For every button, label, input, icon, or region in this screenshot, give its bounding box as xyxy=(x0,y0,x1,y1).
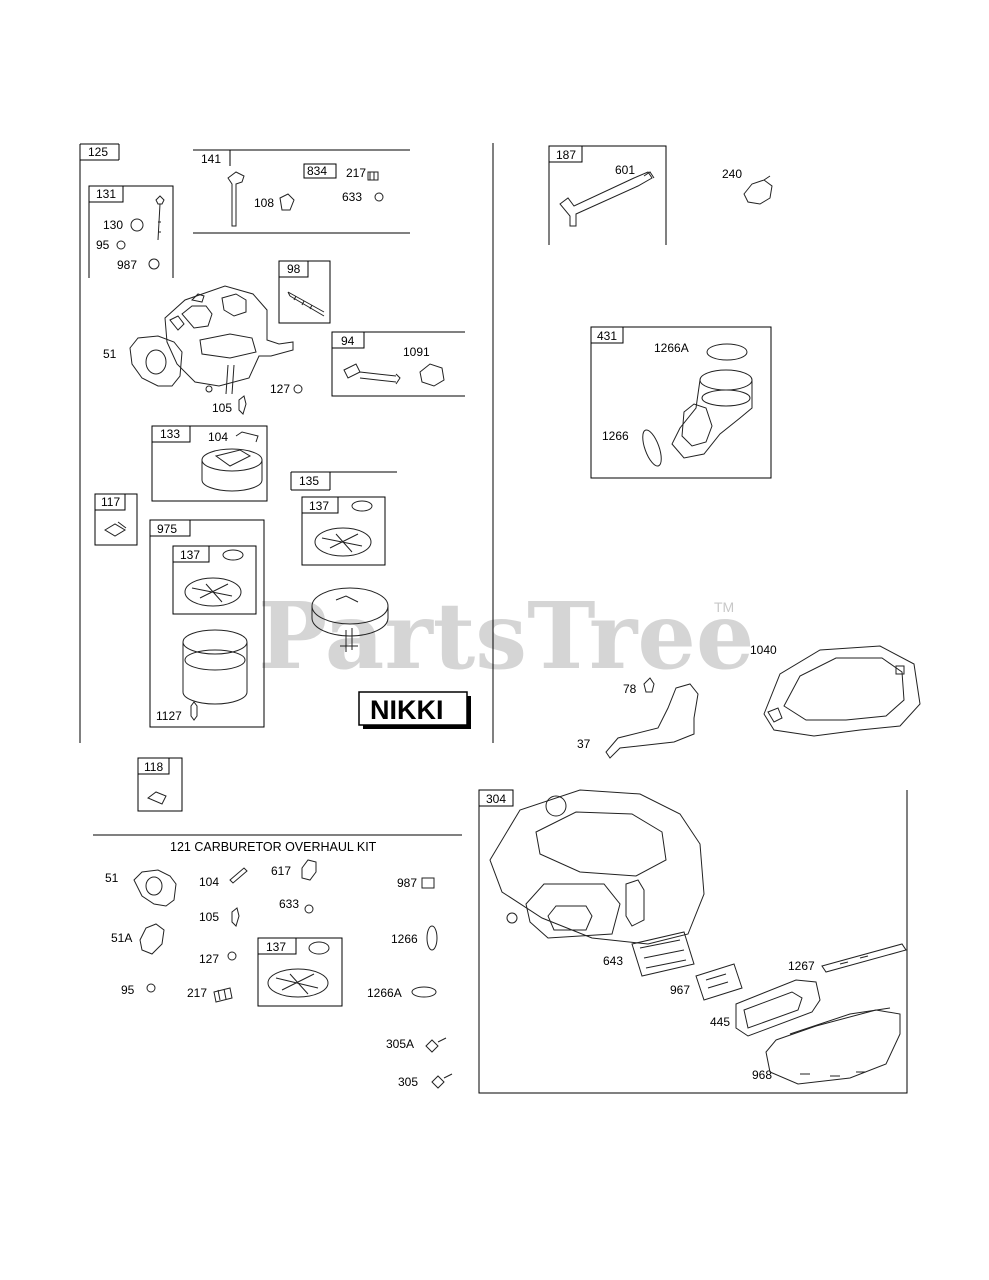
box-133: 133 104 xyxy=(151,425,268,502)
callout-1091: 1091 xyxy=(403,345,430,359)
kit-callout-633: 633 xyxy=(279,897,299,911)
part-240: 240 xyxy=(722,167,773,205)
kit-callout-51: 51 xyxy=(105,871,119,885)
callout-108: 108 xyxy=(254,196,274,210)
nikki-logo: NIKKI xyxy=(358,691,471,729)
kit-callout-1266: 1266 xyxy=(391,932,418,946)
kit-callout-987: 987 xyxy=(397,876,417,890)
callout-95: 95 xyxy=(96,238,110,252)
callout-118: 118 xyxy=(144,760,163,774)
part-1040: 1040 xyxy=(750,643,921,737)
nikki-logo-text: NIKKI xyxy=(370,695,444,725)
callout-141: 141 xyxy=(201,152,221,166)
box-117: 117 xyxy=(94,493,138,546)
callout-643: 643 xyxy=(603,954,623,968)
float-bowl xyxy=(311,587,389,652)
group-125: 125 xyxy=(79,143,494,743)
kit-callout-104: 104 xyxy=(199,875,219,889)
callout-975: 975 xyxy=(157,522,177,536)
kit-callout-305A: 305A xyxy=(386,1037,414,1051)
callout-968: 968 xyxy=(752,1068,772,1082)
callout-117: 117 xyxy=(101,495,120,509)
callout-1127: 1127 xyxy=(156,709,182,723)
callout-601: 601 xyxy=(615,163,635,177)
box-304: 304 643 1267 967 445 968 xyxy=(478,789,908,1094)
kit-callout-105: 105 xyxy=(199,910,219,924)
kit-callout-305: 305 xyxy=(398,1075,418,1089)
kit-callout-617: 617 xyxy=(271,864,291,878)
callout-240: 240 xyxy=(722,167,742,181)
kit-callout-137: 137 xyxy=(266,940,286,954)
watermark-text: PartsTree xyxy=(258,582,754,690)
kit-callout-217: 217 xyxy=(187,986,207,1000)
callout-834: 834 xyxy=(307,164,327,178)
callout-1040: 1040 xyxy=(750,643,777,657)
part-78-37: 78 37 xyxy=(577,677,699,759)
callout-98: 98 xyxy=(287,262,301,276)
callout-633: 633 xyxy=(342,190,362,204)
callout-104: 104 xyxy=(208,430,228,444)
callout-967: 967 xyxy=(670,983,690,997)
callout-78: 78 xyxy=(623,682,637,696)
callout-51: 51 xyxy=(103,347,117,361)
callout-137-975: 137 xyxy=(180,548,200,562)
callout-304: 304 xyxy=(486,792,506,806)
callout-130: 130 xyxy=(103,218,123,232)
callout-37: 37 xyxy=(577,737,591,751)
callout-217: 217 xyxy=(346,166,366,180)
callout-131: 131 xyxy=(96,187,116,201)
callout-431: 431 xyxy=(597,329,617,343)
kit-callout-127: 127 xyxy=(199,952,219,966)
kit-callout-95: 95 xyxy=(121,983,135,997)
callout-1266: 1266 xyxy=(602,429,629,443)
box-118: 118 xyxy=(137,757,183,812)
watermark-tm: TM xyxy=(714,599,734,615)
box-187: 187 601 xyxy=(548,145,667,245)
carburetor-body: 51 127 105 xyxy=(103,285,303,415)
callout-105: 105 xyxy=(212,401,232,415)
kit-title: 121 CARBURETOR OVERHAUL KIT xyxy=(170,840,377,854)
callout-127: 127 xyxy=(270,382,290,396)
callout-1267: 1267 xyxy=(788,959,815,973)
box-98: 98 xyxy=(278,260,331,324)
box-94: 94 1091 xyxy=(331,331,465,397)
box-137-upper: 137 xyxy=(301,496,386,566)
box-431: 431 1266A 1266 xyxy=(590,326,772,479)
kit-121: 121 CARBURETOR OVERHAUL KIT 51 104 617 9… xyxy=(93,834,462,1089)
callout-94: 94 xyxy=(341,334,355,348)
kit-callout-1266A: 1266A xyxy=(367,986,402,1000)
callout-987: 987 xyxy=(117,258,137,272)
callout-137: 137 xyxy=(309,499,329,513)
box-135: 135 xyxy=(290,471,397,491)
callout-445: 445 xyxy=(710,1015,730,1029)
callout-125: 125 xyxy=(88,145,108,159)
box-975: 975 137 1127 xyxy=(149,519,265,728)
callout-187: 187 xyxy=(556,148,576,162)
callout-135: 135 xyxy=(299,474,319,488)
box-141: 141 834 217 633 108 xyxy=(193,149,410,234)
callout-1266A: 1266A xyxy=(654,341,689,355)
box-131: 131 130 95 987 xyxy=(88,185,174,278)
callout-133: 133 xyxy=(160,427,180,441)
kit-callout-51A: 51A xyxy=(111,931,132,945)
